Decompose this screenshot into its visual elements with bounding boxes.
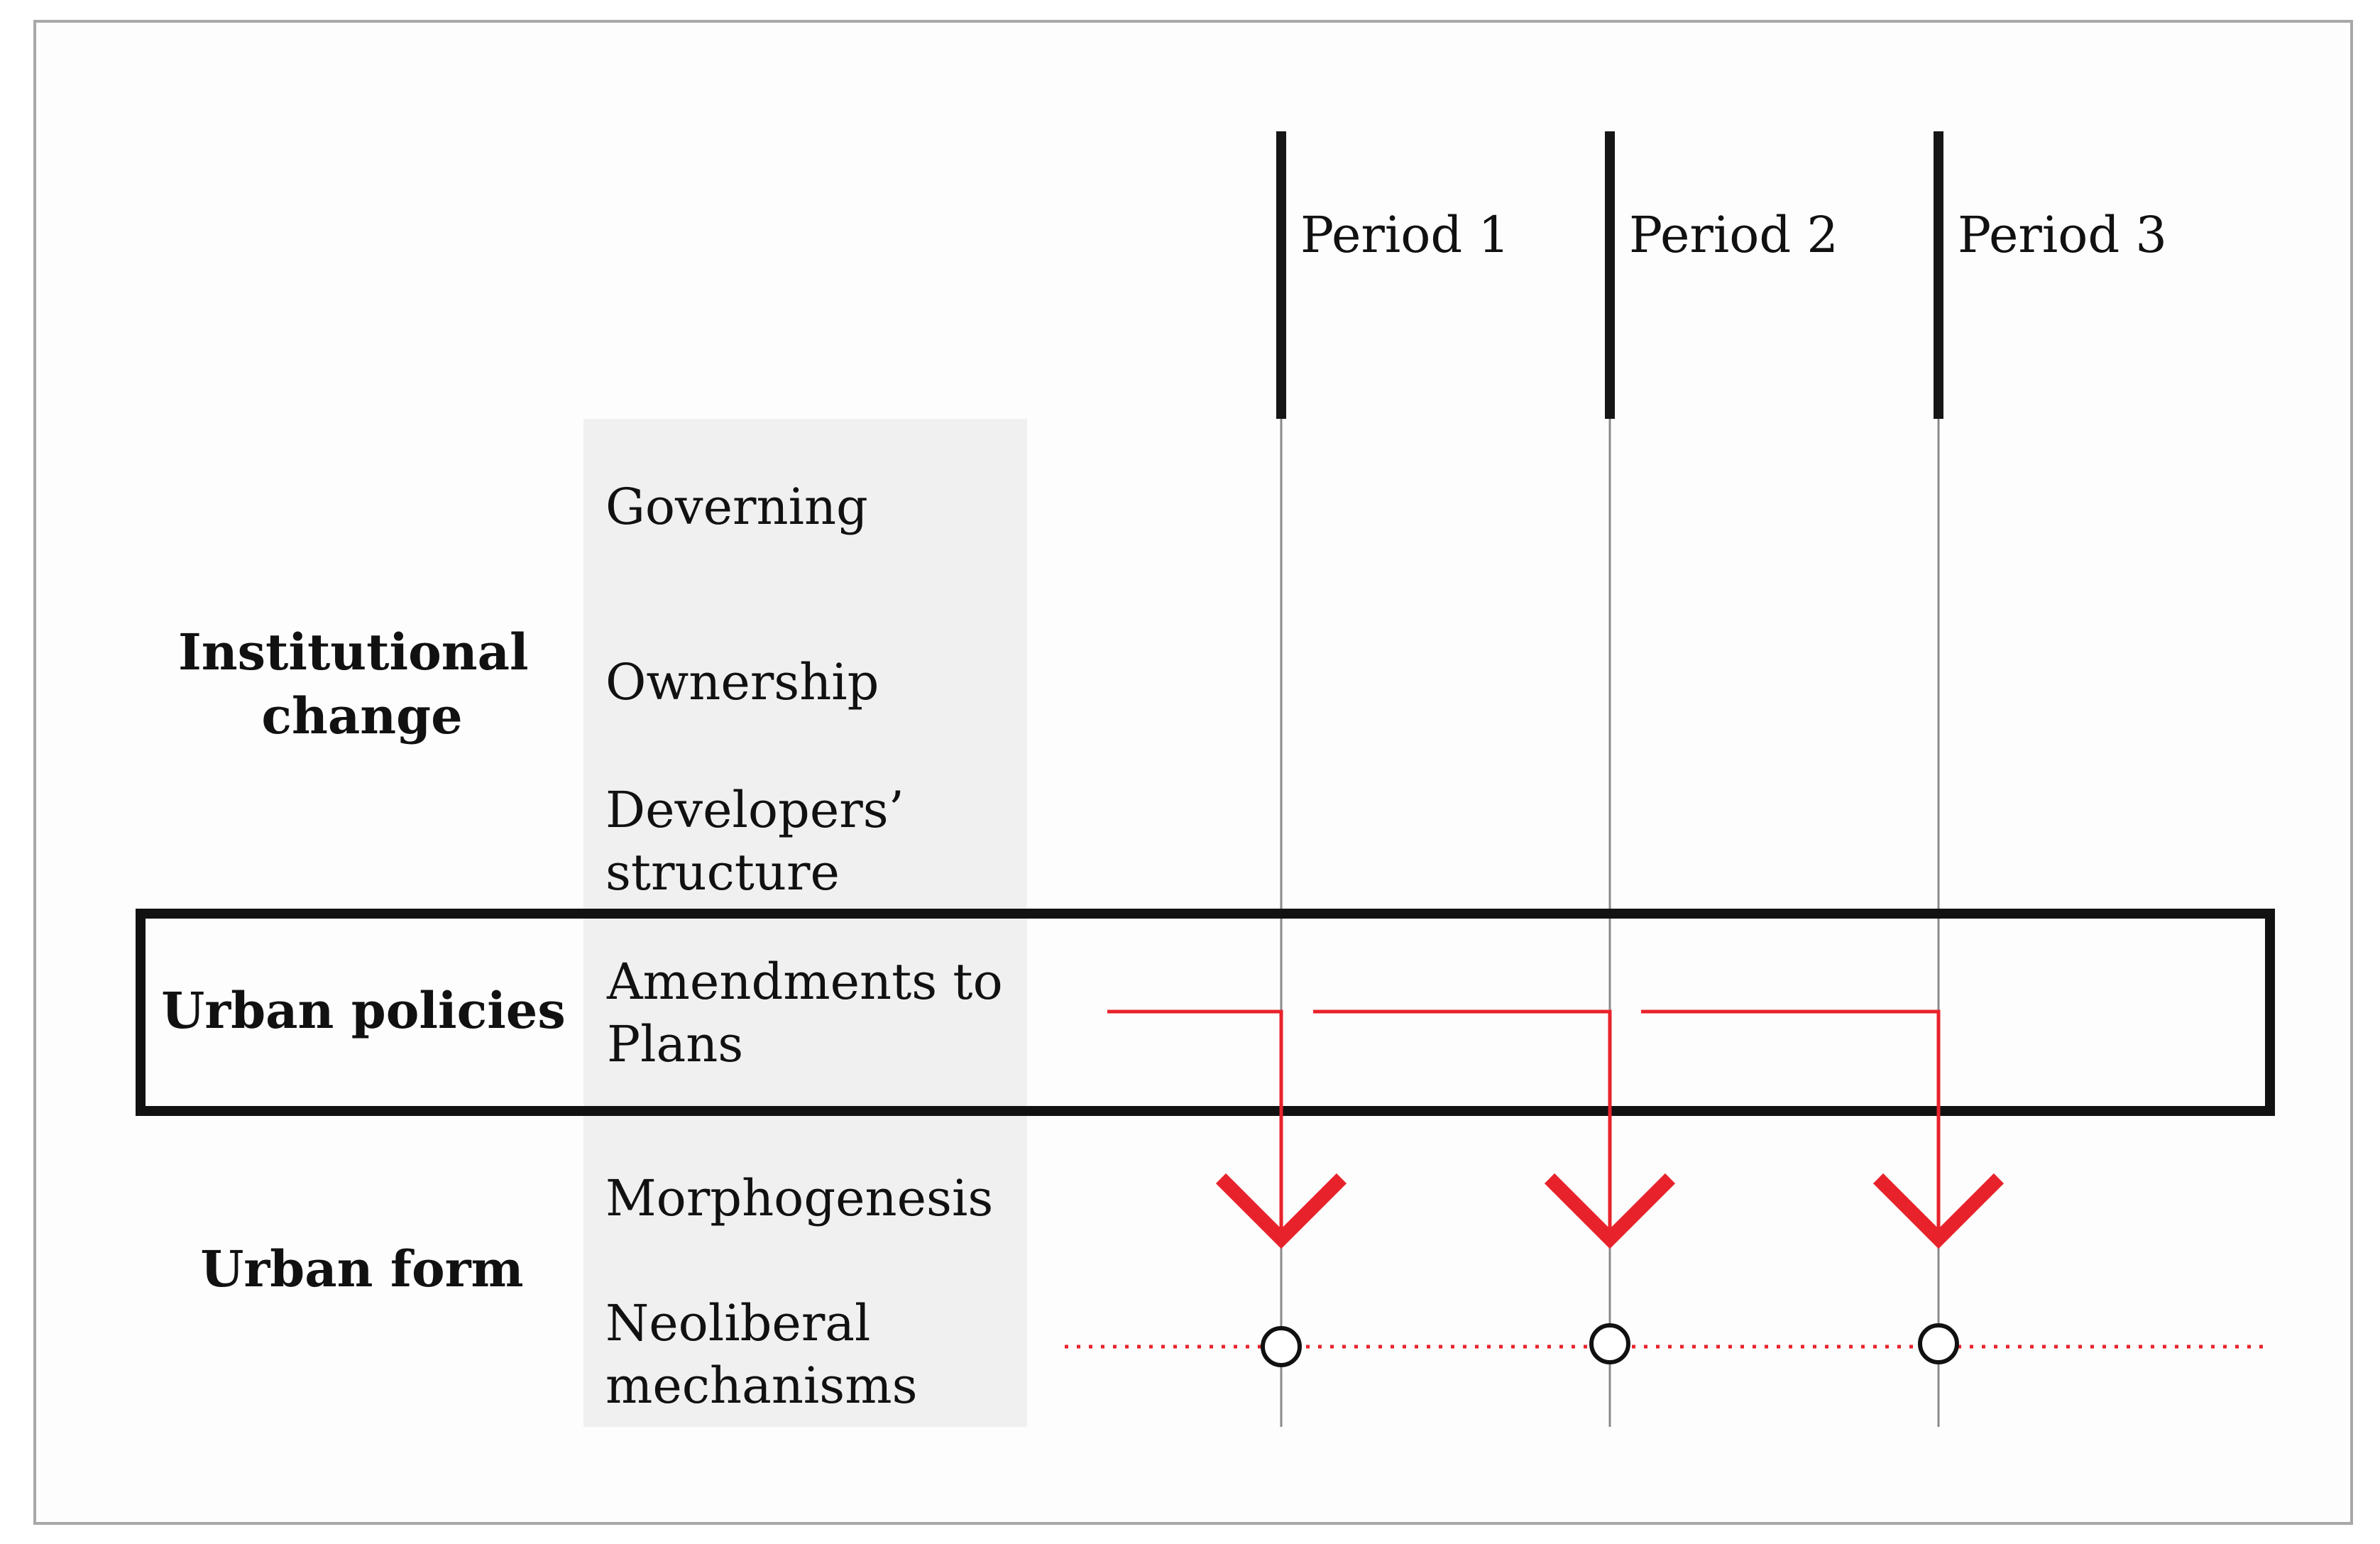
amendment-path-period-1 (1107, 1009, 1283, 1246)
amendment-path-period-3 (1641, 1009, 1941, 1246)
period-1-label: Period 1 (1300, 206, 1510, 264)
row-label-morphogenesis: Morphogenesis (605, 1169, 993, 1227)
row-label-neoliberal-line2: mechanisms (605, 1357, 918, 1415)
node-period-2 (1589, 1323, 1630, 1364)
row-label-governing: Governing (605, 478, 868, 536)
arrowhead-period-1 (1215, 1173, 1347, 1249)
node-period-3 (1918, 1323, 1959, 1364)
period-2-label: Period 2 (1629, 206, 1838, 264)
group-label-urban-form: Urban form (200, 1239, 523, 1298)
row-label-amendments-line1: Amendments to (606, 953, 1003, 1011)
group-label-urban-policies: Urban policies (161, 981, 565, 1040)
arrowhead-period-3 (1872, 1173, 2005, 1249)
row-label-developers: Developers’ structure (605, 781, 920, 902)
group-label-institutional-line1: Institutional (178, 623, 529, 681)
row-label-amendments-line2: Plans (607, 1015, 743, 1073)
row-label-neoliberal-line1: Neoliberal (605, 1294, 870, 1352)
node-period-1 (1261, 1326, 1302, 1367)
group-label-institutional: Institutional change (178, 623, 546, 745)
row-label-panel (583, 419, 1027, 1427)
row-label-ownership: Ownership (605, 653, 879, 711)
amendment-path-period-2 (1313, 1009, 1612, 1246)
row-label-developers-line1: Developers’ (605, 781, 904, 839)
group-label-institutional-line2: change (261, 686, 462, 745)
urban-policies-highlight-box (136, 909, 2275, 1116)
arrowhead-period-2 (1544, 1173, 1676, 1249)
row-label-neoliberal: Neoliberal mechanisms (605, 1294, 918, 1415)
row-label-developers-line2: structure (605, 843, 840, 902)
row-label-amendments: Amendments to Plans (606, 953, 1019, 1073)
period-3-label: Period 3 (1958, 206, 2167, 264)
figure-frame (33, 20, 2353, 1525)
